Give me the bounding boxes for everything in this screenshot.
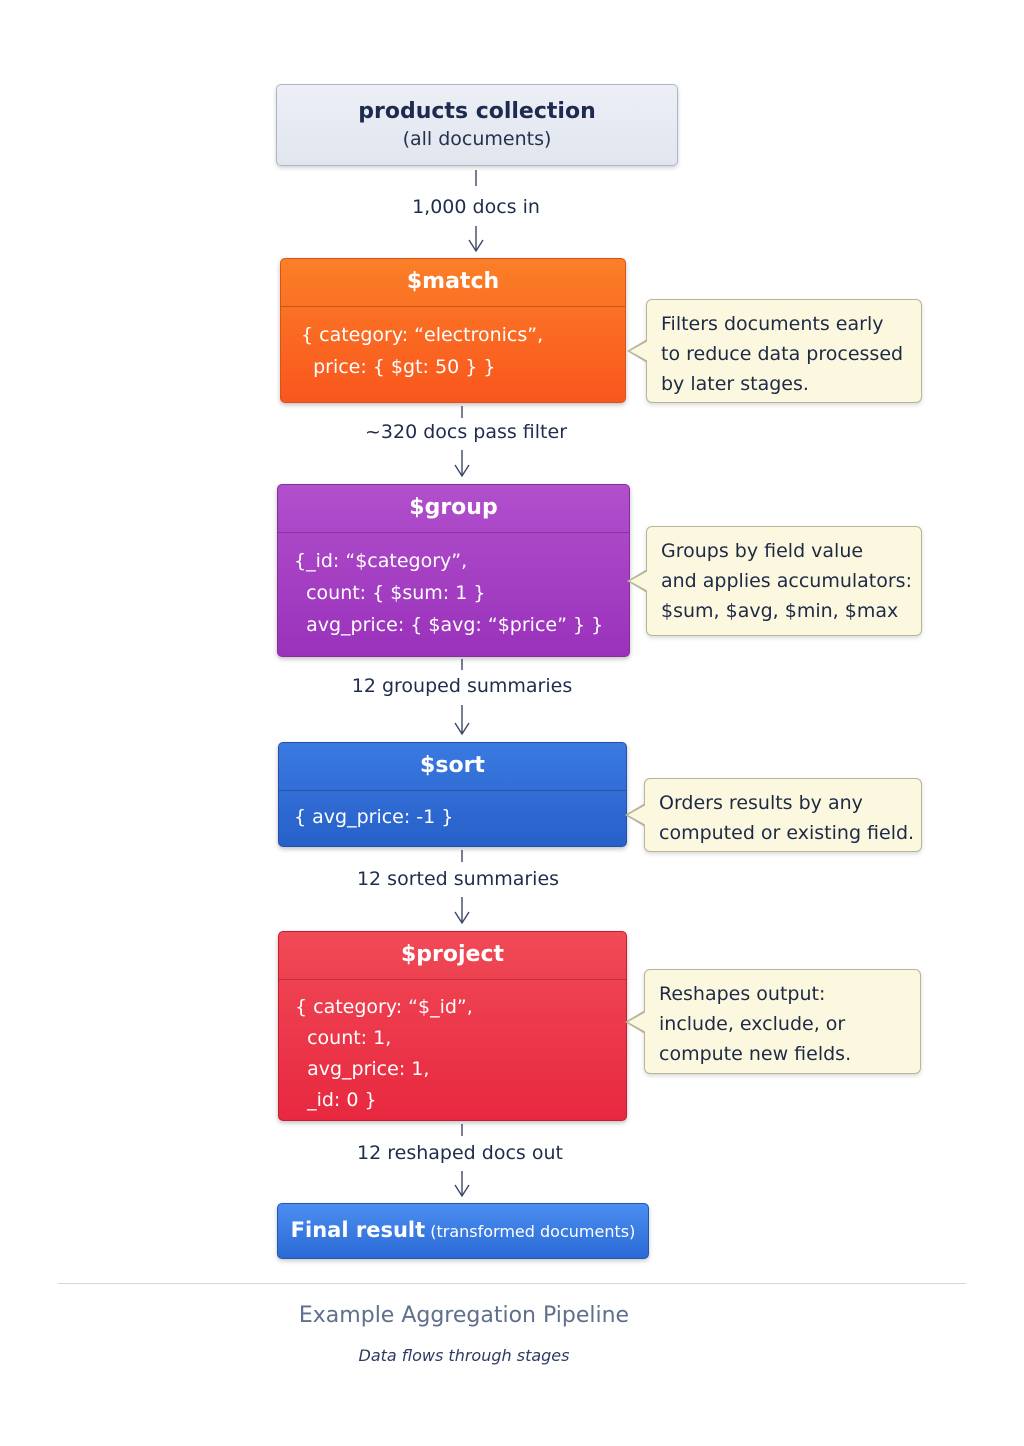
- stage-group-title: $group: [278, 485, 629, 533]
- callout-line: by later stages.: [661, 373, 809, 395]
- flow-label-docs-in: 1,000 docs in: [408, 196, 544, 218]
- callout-line: include, exclude, or: [659, 1013, 846, 1035]
- final-result-detail: (transformed documents): [430, 1222, 636, 1241]
- stage-group-box: $group {_id: “$category”, count: { $sum:…: [277, 484, 630, 657]
- stage-sort-box: $sort { avg_price: -1 }: [278, 742, 627, 847]
- callout-line: $sum, $avg, $min, $max: [661, 600, 899, 622]
- stage-sort-callout: Orders results by any computed or existi…: [625, 778, 922, 852]
- callout-line: compute new fields.: [659, 1043, 852, 1065]
- stage-project-code-line: _id: 0 }: [295, 1089, 377, 1111]
- footer-subtitle: Data flows through stages: [358, 1346, 570, 1365]
- callout-line: to reduce data processed: [661, 343, 904, 365]
- stage-project-code-line: avg_price: 1,: [295, 1058, 430, 1080]
- flow-label-sorted: 12 sorted summaries: [352, 868, 564, 890]
- callout-line: and applies accumulators:: [661, 570, 912, 592]
- arrowhead-source-to-match: [468, 239, 484, 253]
- stage-sort-code-line: { avg_price: -1 }: [294, 806, 454, 828]
- callout-line: Groups by field value: [661, 540, 864, 562]
- flow-label-docs-out: 12 reshaped docs out: [353, 1142, 567, 1164]
- stage-match-callout: Filters documents early to reduce data p…: [627, 299, 922, 403]
- stage-project-code-line: { category: “$_id”,: [295, 996, 473, 1018]
- final-result-box: Final result (transformed documents): [277, 1203, 649, 1259]
- stage-match-title: $match: [281, 259, 625, 307]
- footer-divider: [58, 1283, 966, 1284]
- source-collection-box: products collection (all documents): [276, 84, 678, 166]
- final-result-label: Final result: [290, 1218, 426, 1242]
- stage-match-code: { category: “electronics”, price: { $gt:…: [281, 307, 625, 383]
- stage-project-code-line: count: 1,: [295, 1027, 392, 1049]
- callout-line: Orders results by any: [659, 792, 863, 814]
- callout-line: Reshapes output:: [659, 983, 826, 1005]
- stage-project-callout: Reshapes output: include, exclude, or co…: [625, 969, 921, 1074]
- callout-line: Filters documents early: [661, 313, 884, 335]
- stage-project-title: $project: [279, 932, 626, 980]
- arrowhead-group-to-sort: [454, 722, 470, 736]
- stage-sort-title: $sort: [279, 743, 626, 791]
- stage-match-box: $match { category: “electronics”, price:…: [280, 258, 626, 403]
- stage-match-code-line: price: { $gt: 50 } }: [301, 356, 496, 378]
- arrowhead-match-to-group: [454, 464, 470, 478]
- stage-group-callout: Groups by field value and applies accumu…: [627, 526, 922, 636]
- source-collection-title: products collection: [358, 99, 596, 124]
- stage-project-code: { category: “$_id”, count: 1, avg_price:…: [279, 980, 626, 1116]
- stage-sort-code: { avg_price: -1 }: [279, 791, 626, 833]
- arrowhead-sort-to-project: [454, 911, 470, 925]
- stage-match-code-line: { category: “electronics”,: [301, 324, 544, 346]
- flow-label-grouped: 12 grouped summaries: [347, 675, 577, 697]
- arrowhead-project-to-result: [454, 1184, 470, 1198]
- stage-group-code-line: avg_price: { $avg: “$price” } }: [294, 614, 604, 636]
- stage-group-code-line: count: { $sum: 1 }: [294, 582, 486, 604]
- stage-group-code: {_id: “$category”, count: { $sum: 1 } av…: [278, 533, 629, 641]
- flow-label-pass-filter: ~320 docs pass filter: [360, 421, 572, 443]
- callout-line: computed or existing field.: [659, 822, 915, 844]
- stage-project-box: $project { category: “$_id”, count: 1, a…: [278, 931, 627, 1121]
- source-collection-subtitle: (all documents): [402, 128, 552, 150]
- stage-group-code-line: {_id: “$category”,: [294, 550, 468, 572]
- footer-title: Example Aggregation Pipeline: [298, 1303, 630, 1328]
